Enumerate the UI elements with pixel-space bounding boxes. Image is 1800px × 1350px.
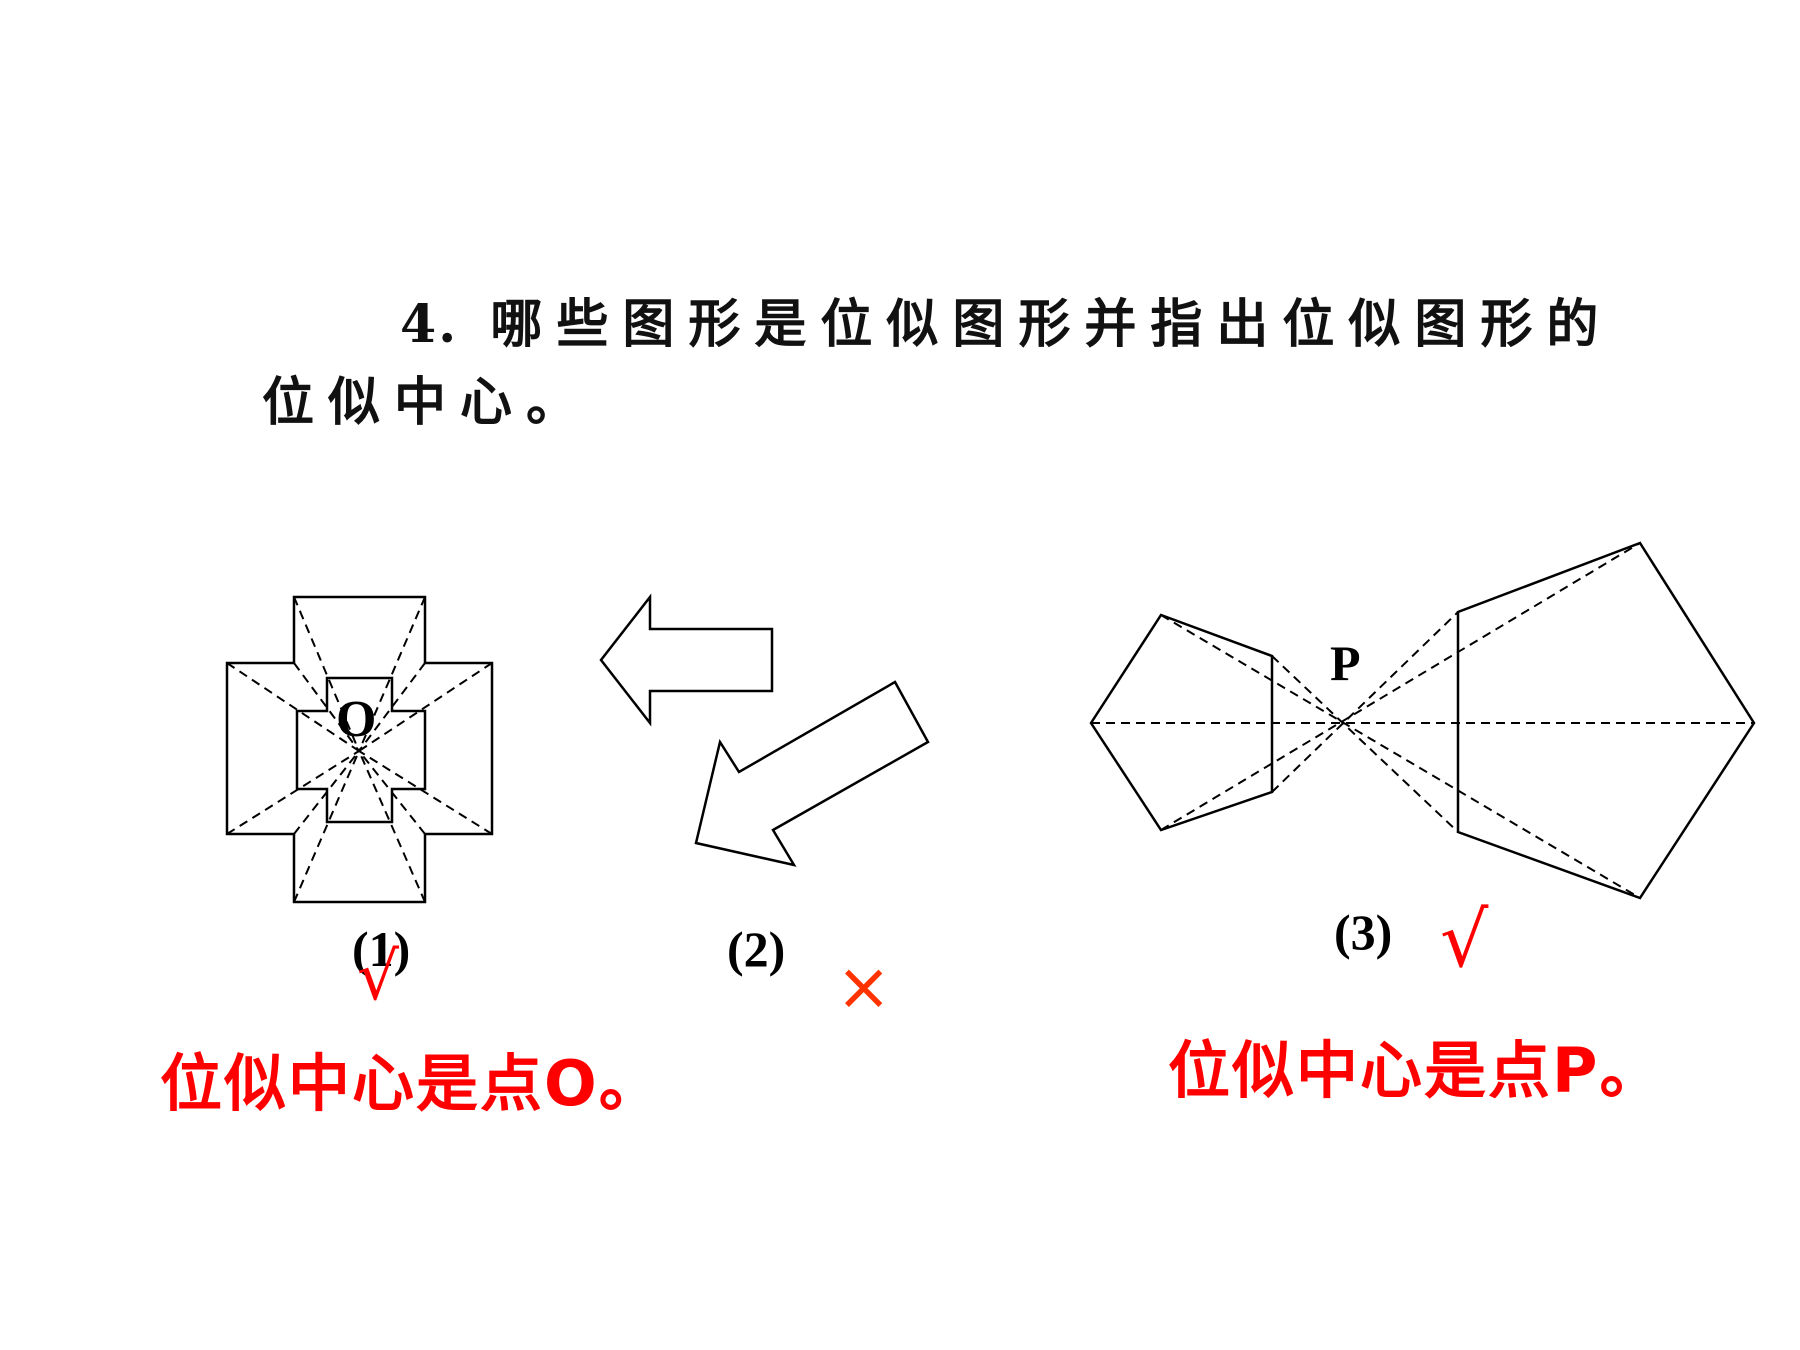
answer-1: 位似中心是点O。: [160, 1047, 663, 1120]
figure-2-arrows: [599, 593, 930, 867]
large-pentagon: [1456, 541, 1756, 900]
figure-1-rays: [226, 596, 493, 903]
figure-3-rays: [1091, 542, 1754, 899]
inner-cross: [295, 676, 427, 824]
question-line-2: 位似中心。: [262, 373, 593, 433]
check-mark-3: √: [1440, 895, 1489, 984]
arrow-left: [599, 593, 774, 727]
check-mark-1: √: [357, 938, 400, 1015]
figure-label-2: (2): [727, 921, 786, 977]
question-line-1: 4. 哪些图形是位似图形并指出位似图形的: [400, 282, 1612, 357]
answer-3: 位似中心是点P。: [1168, 1034, 1664, 1107]
figure-label-1: (1): [352, 921, 411, 977]
figure-1-crosses: [225, 595, 494, 904]
question-number: 4.: [400, 294, 459, 355]
figure-3-pentagons: [1089, 541, 1756, 900]
center-label-p: P: [1330, 635, 1361, 691]
question-text-1: 哪些图形是位似图形并指出位似图形的: [490, 295, 1613, 355]
question-block: 4. 哪些图形是位似图形并指出位似图形的 位似中心。: [0, 0, 1800, 480]
arrow-down-left: [694, 680, 930, 867]
cross-mark-2: ×: [836, 948, 892, 1025]
figure-label-3: (3): [1334, 904, 1393, 960]
center-label-o: O: [336, 691, 377, 748]
